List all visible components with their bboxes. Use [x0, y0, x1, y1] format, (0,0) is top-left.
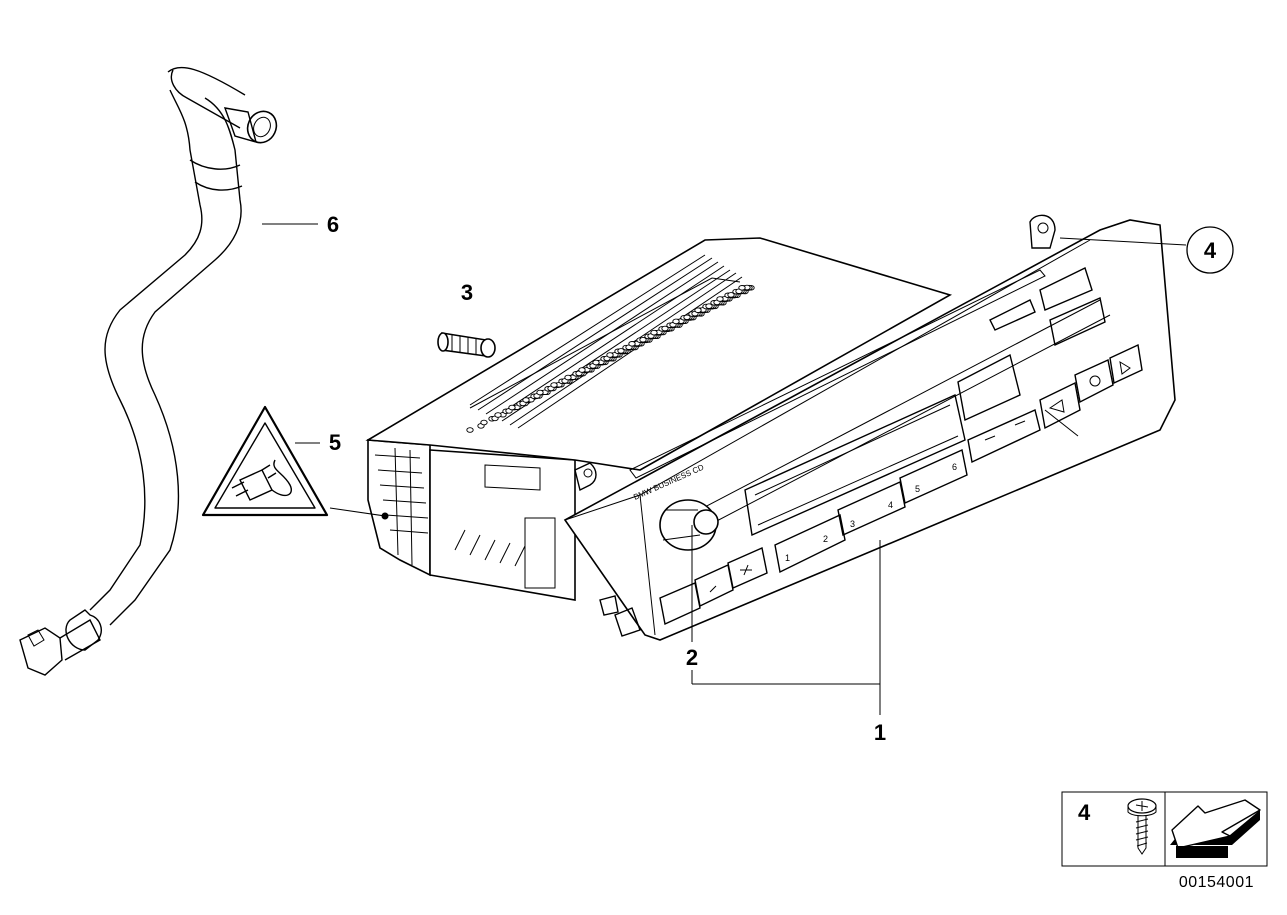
preset-button-1-label: 1 [785, 553, 790, 563]
vent-hole [536, 389, 544, 396]
vent-holes [466, 284, 755, 433]
vent-hole [650, 329, 658, 336]
vent-hole [617, 348, 625, 354]
screw-icon [1127, 798, 1157, 855]
vent-hole [564, 374, 572, 381]
preset-buttons: 1 2 3 4 5 6 [774, 448, 968, 574]
callout-4-circle [1186, 226, 1234, 274]
vent-hole [466, 427, 474, 433]
vent-hole [672, 318, 680, 325]
vent-hole [639, 336, 647, 343]
callout-5: 5 [329, 430, 341, 455]
volume-knob [659, 499, 719, 551]
vent-hole [578, 367, 586, 373]
vent-hole [550, 382, 558, 388]
preset-button-5-label: 5 [915, 484, 920, 494]
preset-button-6-label: 6 [952, 462, 957, 472]
leader-lines [262, 223, 1187, 715]
vent-hole [738, 285, 746, 291]
knob-cap [437, 332, 496, 358]
vent-hole [716, 296, 724, 302]
direction-arrow-icon [1170, 799, 1261, 858]
warning-label [201, 405, 329, 517]
document-number: 00154001 [1179, 874, 1254, 891]
callout-4: 4 [1204, 238, 1217, 263]
heat-sink [469, 254, 743, 429]
key-box: 4 [1061, 791, 1268, 867]
vent-hole [727, 292, 735, 298]
vent-hole [480, 419, 488, 426]
vent-hole [694, 307, 702, 313]
vent-hole [628, 341, 636, 347]
callout-1: 1 [874, 720, 886, 745]
key-part-number: 4 [1078, 800, 1091, 825]
callout-3: 3 [461, 280, 473, 305]
preset-button-4-label: 4 [888, 500, 893, 510]
preset-button-3-label: 3 [850, 519, 855, 529]
vent-hole [522, 397, 530, 403]
vent-hole [592, 359, 600, 366]
callouts: 1 2 3 4 5 6 [327, 212, 1234, 745]
callout-2: 2 [686, 645, 698, 670]
radio-unit: 1 2 3 4 5 6 BMW BUSINESS CD [365, 214, 1176, 641]
vent-hole [683, 314, 691, 321]
callout-6: 6 [327, 212, 339, 237]
vent-hole [494, 412, 502, 418]
preset-button-2-label: 2 [823, 534, 828, 544]
vent-hole [508, 404, 516, 411]
antenna-plug-warning-icon [231, 459, 292, 501]
antenna-cable [19, 66, 278, 676]
vent-hole [661, 325, 669, 332]
vent-hole [705, 303, 713, 309]
vent-hole [606, 352, 614, 358]
